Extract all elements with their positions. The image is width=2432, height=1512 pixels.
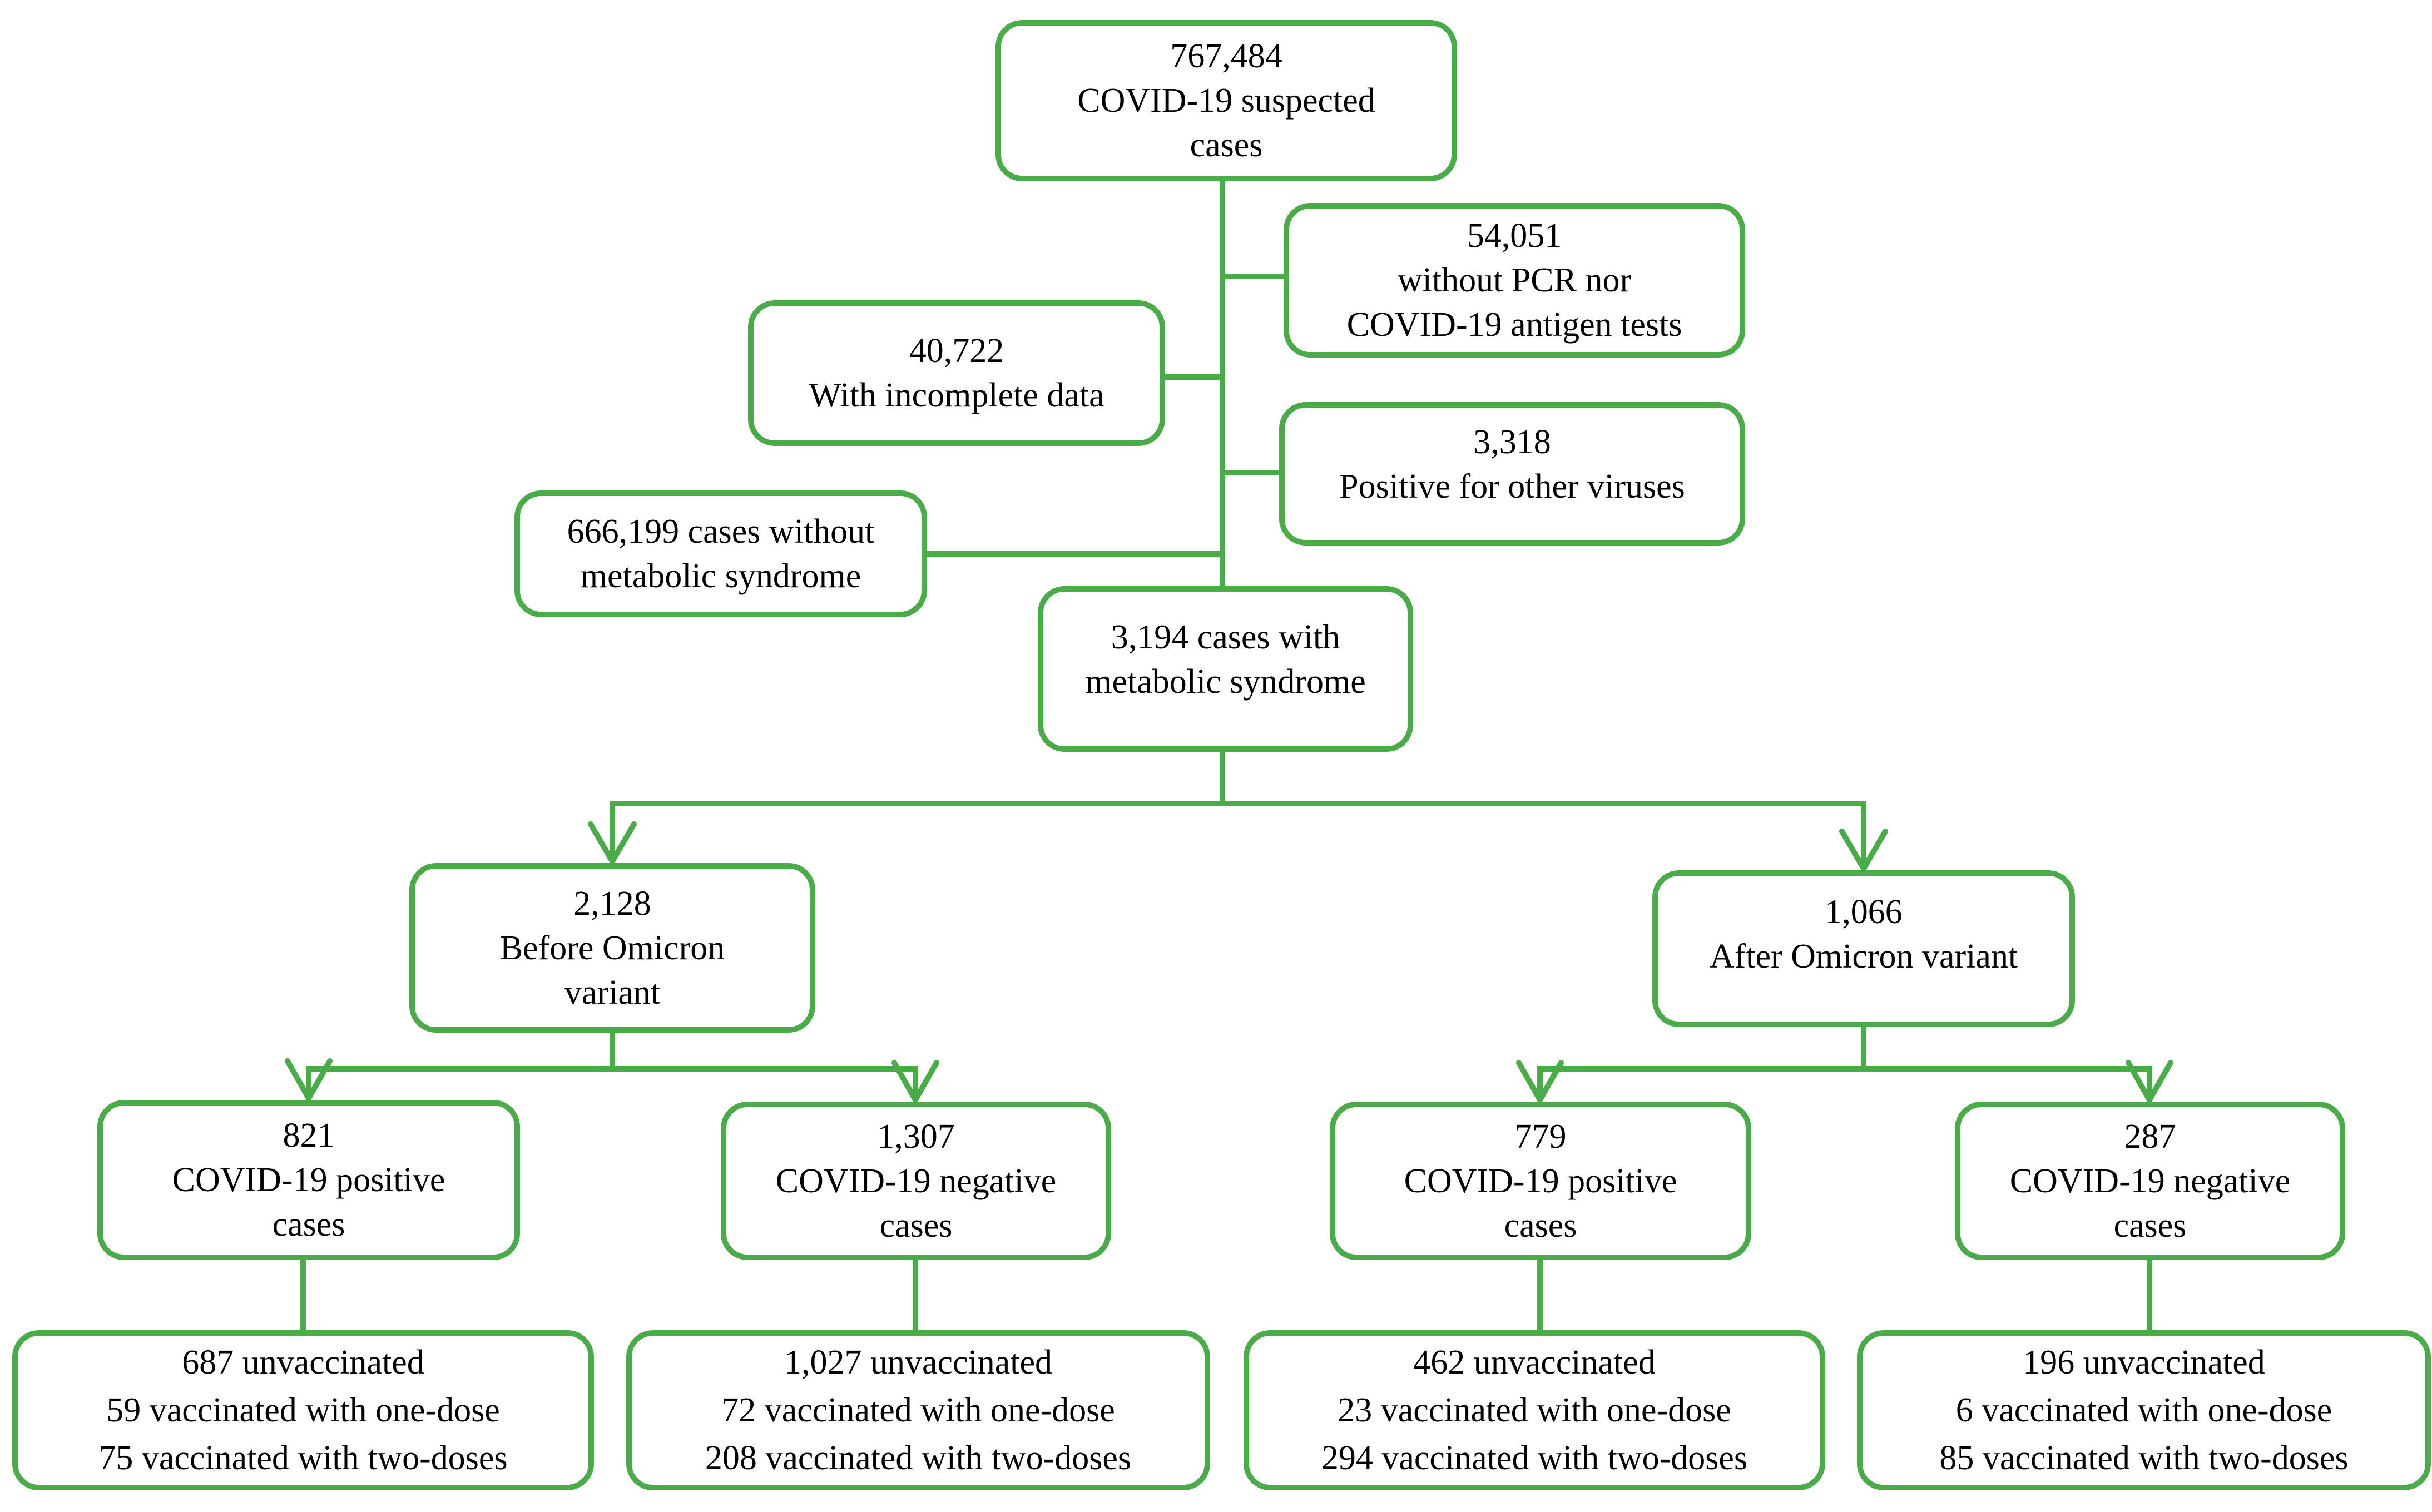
box-text-line: 767,484 (1170, 37, 1282, 75)
connector-line (610, 801, 1866, 867)
box-text-line: without PCR nor (1397, 261, 1632, 299)
box-with-metabolic-syndrome: 3,194 cases with metabolic syndrome (1038, 586, 1413, 752)
box-text-line: 59 vaccinated with one-dose (106, 1391, 500, 1429)
box-suspected-cases: 767,484 COVID-19 suspected cases (995, 20, 1457, 181)
box-text-line: Before Omicron (499, 929, 725, 967)
arrowhead-down-icon (1516, 1060, 1564, 1103)
box-text-line: 821 (283, 1117, 335, 1154)
box-text-line: 666,199 cases without (567, 513, 875, 551)
arrowhead-down-icon (1839, 829, 1888, 871)
box-text-line: metabolic syndrome (1085, 663, 1366, 701)
box-text-line: 23 vaccinated with one-dose (1338, 1391, 1731, 1429)
box-after-omicron: 1,066 After Omicron variant (1652, 870, 2075, 1027)
box-text-line: 2,128 (573, 884, 651, 923)
box-after-covid-negative: 287 COVID-19 negative cases (1955, 1102, 2345, 1260)
box-before-omicron: 2,128 Before Omicron variant (409, 863, 815, 1033)
box-text-line: 1,307 (877, 1117, 955, 1156)
box-before-covid-negative: 1,307 COVID-19 negative cases (721, 1102, 1111, 1260)
box-text-line: cases (1504, 1206, 1577, 1245)
box-text-line: 294 vaccinated with two-doses (1321, 1439, 1748, 1477)
box-text-line: COVID-19 negative (2009, 1162, 2291, 1200)
box-text-line: 72 vaccinated with one-dose (721, 1391, 1115, 1429)
box-text-line: COVID-19 antigen tests (1346, 306, 1682, 344)
arrowhead-down-icon (2126, 1060, 2173, 1103)
connector-line (1537, 1066, 2152, 1097)
box-text-line: 75 vaccinated with two-doses (98, 1439, 508, 1477)
box-text-line: 1,027 unvaccinated (784, 1344, 1053, 1381)
box-text-line: Positive for other viruses (1339, 468, 1685, 505)
box-text-line: COVID-19 suspected (1077, 82, 1375, 120)
box-incomplete-data: 40,722 With incomplete data (748, 300, 1165, 446)
box-text-line: 462 unvaccinated (1413, 1344, 1656, 1381)
box-text-line: With incomplete data (809, 376, 1104, 414)
box-without-metabolic-syndrome: 666,199 cases without metabolic syndrome (514, 490, 927, 617)
box-text-line: 196 unvaccinated (2023, 1344, 2265, 1381)
box-text-line: metabolic syndrome (580, 557, 861, 595)
box-without-pcr-antigen-tests: 54,051 without PCR nor COVID-19 antigen … (1284, 203, 1745, 358)
box-before-negative-vaccination: 1,027 unvaccinated 72 vaccinated with on… (626, 1330, 1210, 1490)
box-text-line: 3,318 (1473, 423, 1551, 461)
box-text-line: cases (2113, 1206, 2187, 1245)
box-before-covid-positive: 821 COVID-19 positive cases (97, 1100, 520, 1260)
box-text-line: 779 (1514, 1117, 1567, 1156)
connector-line (306, 1066, 918, 1097)
box-positive-other-viruses: 3,318 Positive for other viruses (1279, 402, 1745, 546)
box-text-line: cases (1190, 126, 1263, 164)
box-text-line: 54,051 (1467, 217, 1562, 255)
box-text-line: After Omicron variant (1709, 938, 2018, 975)
box-text-line: cases (272, 1206, 345, 1243)
box-text-line: 3,194 cases with (1111, 618, 1340, 656)
box-after-positive-vaccination: 462 unvaccinated 23 vaccinated with one-… (1244, 1330, 1825, 1490)
box-text-line: 40,722 (909, 332, 1004, 370)
box-text-line: COVID-19 positive (172, 1161, 445, 1199)
arrowhead-down-icon (285, 1058, 333, 1101)
box-text-line: cases (879, 1206, 953, 1245)
box-text-line: 85 vaccinated with two-doses (1939, 1439, 2349, 1477)
box-text-line: 208 vaccinated with two-doses (705, 1439, 1132, 1477)
box-text-line: 287 (2124, 1117, 2176, 1156)
box-text-line: 687 unvaccinated (182, 1344, 424, 1381)
box-text-line: COVID-19 negative (775, 1162, 1057, 1200)
box-text-line: variant (564, 973, 661, 1012)
arrowhead-down-icon (588, 821, 637, 864)
box-text-line: 6 vaccinated with one-dose (1955, 1391, 2332, 1429)
box-after-negative-vaccination: 196 unvaccinated 6 vaccinated with one-d… (1857, 1330, 2431, 1490)
box-before-positive-vaccination: 687 unvaccinated 59 vaccinated with one-… (12, 1330, 594, 1490)
box-after-covid-positive: 779 COVID-19 positive cases (1330, 1102, 1751, 1260)
box-text-line: COVID-19 positive (1404, 1162, 1677, 1200)
arrowhead-down-icon (891, 1060, 939, 1103)
box-text-line: 1,066 (1825, 893, 1903, 931)
